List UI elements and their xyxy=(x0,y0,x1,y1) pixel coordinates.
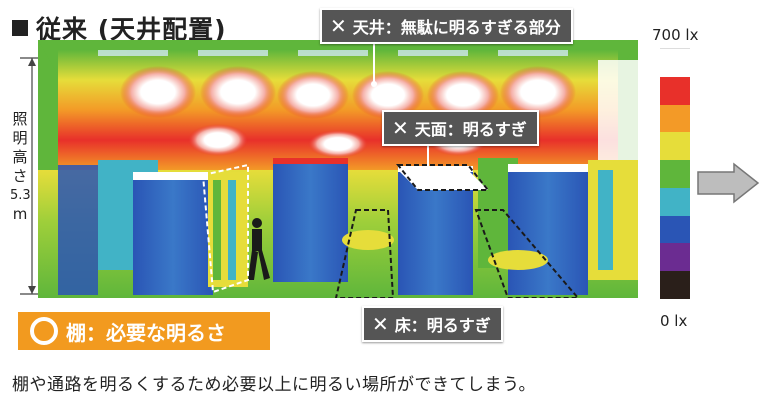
person-icon xyxy=(248,218,270,280)
caption: 棚や通路を明るくするため必要以上に明るい場所ができてしまう。 xyxy=(12,375,536,395)
arrow-right-icon xyxy=(697,162,760,204)
illuminance-scene xyxy=(38,40,638,298)
ceiling-tag: ✕天井：無駄に明るすぎる部分 xyxy=(320,8,573,44)
ceiling-leader xyxy=(371,38,377,87)
scale-max-label: 700 lx xyxy=(652,26,699,44)
floor-tag: ✕床：明るすぎ xyxy=(362,306,503,342)
scale-band xyxy=(660,48,690,77)
scale-band xyxy=(660,271,690,299)
circle-mark-icon xyxy=(30,317,58,345)
title-square-icon xyxy=(12,20,28,36)
top-surface-tag: ✕天面：明るすぎ xyxy=(382,110,539,146)
x-mark-icon: ✕ xyxy=(330,14,347,38)
scale-band xyxy=(660,76,690,105)
illuminance-scale xyxy=(660,48,690,299)
x-mark-icon: ✕ xyxy=(372,312,389,336)
scale-band xyxy=(660,104,690,133)
scale-band xyxy=(660,132,690,161)
scale-band xyxy=(660,160,690,188)
scale-band xyxy=(660,243,690,272)
x-mark-icon: ✕ xyxy=(392,116,409,140)
scale-band xyxy=(660,215,690,244)
shelf-callout: 棚：必要な明るさ xyxy=(18,312,270,350)
page-title: 従来 (天井配置) xyxy=(12,10,227,46)
scale-min-label: 0 lx xyxy=(660,312,688,330)
scale-band xyxy=(660,187,690,216)
